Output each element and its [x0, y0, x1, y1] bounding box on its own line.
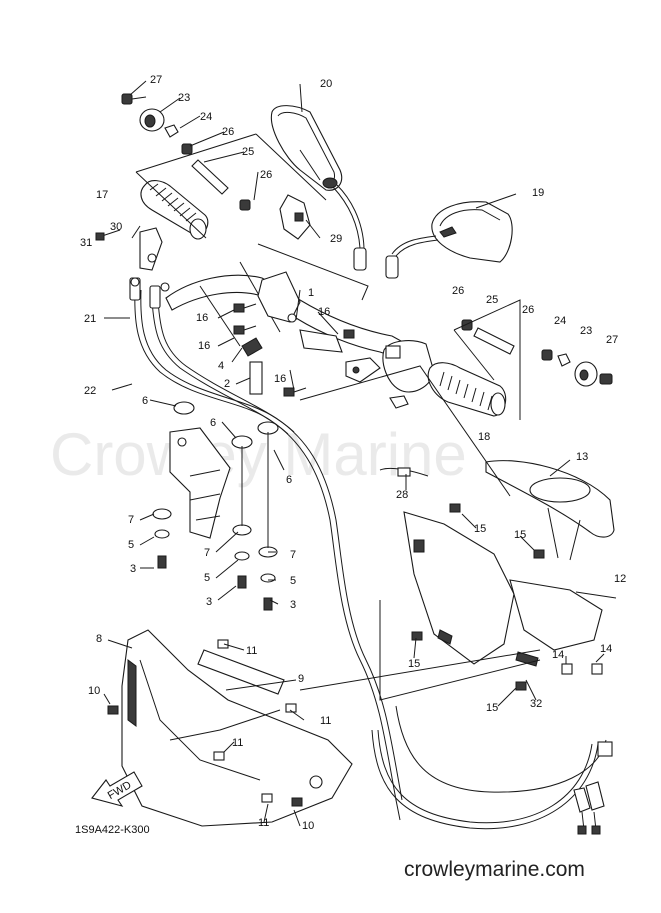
- callout-14: 14: [600, 643, 612, 655]
- callout-18: 18: [478, 431, 490, 443]
- callout-24: 24: [554, 315, 566, 327]
- callout-11: 11: [232, 737, 243, 749]
- right-mirror: [385, 201, 513, 279]
- callout-3: 3: [290, 599, 296, 611]
- callout-15: 15: [474, 523, 486, 535]
- callout-23: 23: [580, 325, 592, 337]
- callout-20: 20: [320, 78, 332, 90]
- callout-15: 15: [514, 529, 526, 541]
- callout-7: 7: [290, 549, 296, 561]
- callout-26: 26: [222, 126, 234, 138]
- callout-16: 16: [318, 306, 330, 318]
- callout-25: 25: [242, 146, 254, 158]
- footer-url[interactable]: crowleymarine.com: [404, 858, 585, 881]
- callout-30: 30: [110, 221, 122, 233]
- callout-5: 5: [290, 575, 296, 587]
- callout-7: 7: [204, 547, 210, 559]
- callout-24: 24: [200, 111, 212, 123]
- left-mirror: [270, 105, 367, 271]
- reference-lines: [103, 80, 617, 827]
- callout-25: 25: [486, 294, 498, 306]
- watermark-text: Crowley Marine: [50, 421, 467, 488]
- callout-31: 31: [80, 237, 92, 249]
- callout-3: 3: [130, 563, 136, 575]
- throttle-cables: [129, 277, 613, 835]
- callout-27: 27: [150, 74, 162, 86]
- callout-13: 13: [576, 451, 588, 463]
- callout-3: 3: [206, 596, 212, 608]
- callout-11: 11: [246, 645, 257, 657]
- callout-17: 17: [96, 189, 108, 201]
- callout-5: 5: [204, 572, 210, 584]
- drawing-code: 1S9A422-K300: [75, 824, 150, 836]
- callout-9: 9: [298, 673, 304, 685]
- callout-14: 14: [552, 649, 564, 661]
- callout-8: 8: [96, 633, 102, 645]
- callout-26: 26: [260, 169, 272, 181]
- callout-11: 11: [320, 715, 331, 727]
- callout-4: 4: [218, 360, 224, 372]
- front-cowling: [107, 629, 353, 827]
- callout-22: 22: [84, 385, 96, 397]
- callout-16: 16: [274, 373, 286, 385]
- callout-29: 29: [330, 233, 342, 245]
- callout-6: 6: [286, 474, 292, 486]
- handlebar-assembly: [165, 261, 411, 397]
- callout-26: 26: [522, 304, 534, 316]
- callout-26: 26: [452, 285, 464, 297]
- callout-10: 10: [88, 685, 100, 697]
- callout-labels: 27 23 24 26 25 26 17 20 29 30 31 19 21 1…: [80, 74, 626, 832]
- callout-27: 27: [606, 334, 618, 346]
- meter-cover: [485, 460, 615, 561]
- callout-32: 32: [530, 698, 542, 710]
- callout-21: 21: [84, 313, 96, 325]
- callout-28: 28: [396, 489, 408, 501]
- center-cowling: [379, 467, 603, 691]
- callout-15: 15: [408, 658, 420, 670]
- callout-16: 16: [196, 312, 208, 324]
- callout-19: 19: [532, 187, 544, 199]
- callout-6: 6: [142, 395, 148, 407]
- callout-7: 7: [128, 514, 134, 526]
- callout-11: 11: [258, 817, 269, 829]
- fwd-arrow: FWD: [91, 771, 143, 807]
- callout-10: 10: [302, 820, 314, 832]
- callout-1: 1: [308, 287, 314, 299]
- callout-16: 16: [198, 340, 210, 352]
- callout-12: 12: [614, 573, 626, 585]
- callout-5: 5: [128, 539, 134, 551]
- callout-6: 6: [210, 417, 216, 429]
- callout-23: 23: [178, 92, 190, 104]
- callout-15: 15: [486, 702, 498, 714]
- callout-2: 2: [224, 378, 230, 390]
- right-grip-assembly: [382, 319, 613, 417]
